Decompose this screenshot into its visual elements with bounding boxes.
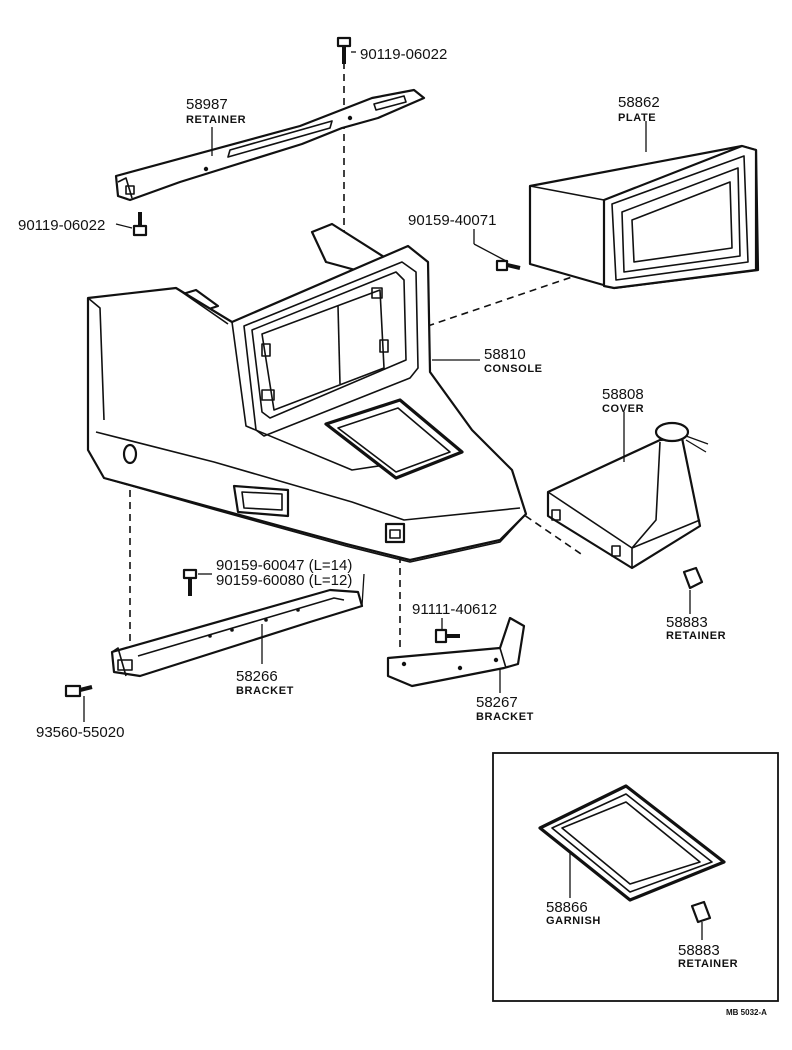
label-console-name: CONSOLE <box>484 363 543 375</box>
label-cover-name: COVER <box>602 403 644 415</box>
label-plate-name: PLATE <box>618 112 656 124</box>
nut-93560-55020 <box>64 684 93 698</box>
screw-91111-40612 <box>434 628 460 644</box>
inset-box <box>492 752 779 1002</box>
label-bolt-top-number: 90119-06022 <box>360 46 447 63</box>
console-58810 <box>86 222 528 563</box>
retainer-58883-right <box>682 566 704 590</box>
label-garnish-name: GARNISH <box>546 915 601 927</box>
label-cover-number: 58808 <box>602 386 644 403</box>
label-bolt-left-number: 90119-06022 <box>18 217 105 234</box>
label-retainer-inset-name: RETAINER <box>678 958 738 970</box>
retainer-58883-inset <box>690 900 712 924</box>
label-screw-bracket-right-number: 91111-40612 <box>412 601 497 618</box>
label-screw-b-number: 90159-60080 (L=12) <box>216 572 352 589</box>
bracket-58266 <box>110 588 364 678</box>
bolt-90119-top <box>336 36 356 64</box>
garnish-58866 <box>538 784 726 902</box>
leader-lines <box>83 121 703 940</box>
bolt-90119-left <box>132 212 148 237</box>
label-nut-left-number: 93560-55020 <box>36 724 124 741</box>
plate-58862 <box>528 144 760 290</box>
label-bracket-left-name: BRACKET <box>236 685 294 697</box>
label-plate-number: 58862 <box>618 94 660 111</box>
label-screw-plate-number: 90159-40071 <box>408 212 496 229</box>
drawing-reference: MB 5032-A <box>726 1008 767 1017</box>
bracket-58267 <box>386 616 526 688</box>
label-retainer-top-name: RETAINER <box>186 114 246 126</box>
alignment-lines <box>129 62 585 652</box>
cover-58808 <box>546 421 709 570</box>
label-retainer-right-number: 58883 <box>666 614 708 631</box>
label-retainer-top-number: 58987 <box>186 96 228 113</box>
label-bracket-right-number: 58267 <box>476 694 518 711</box>
labels: 90119-06022 58987 RETAINER 90119-06022 5… <box>18 46 767 1017</box>
label-retainer-inset-number: 58883 <box>678 942 720 959</box>
label-bracket-left-number: 58266 <box>236 668 278 685</box>
label-bracket-right-name: BRACKET <box>476 711 534 723</box>
screw-90159-60xxx <box>182 568 198 596</box>
retainer-58987 <box>114 88 426 202</box>
screw-90159-40071 <box>495 259 521 272</box>
label-screw-a-number: 90159-60047 (L=14) <box>216 557 352 574</box>
label-garnish-number: 58866 <box>546 899 588 916</box>
label-retainer-right-name: RETAINER <box>666 630 726 642</box>
label-console-number: 58810 <box>484 346 526 363</box>
